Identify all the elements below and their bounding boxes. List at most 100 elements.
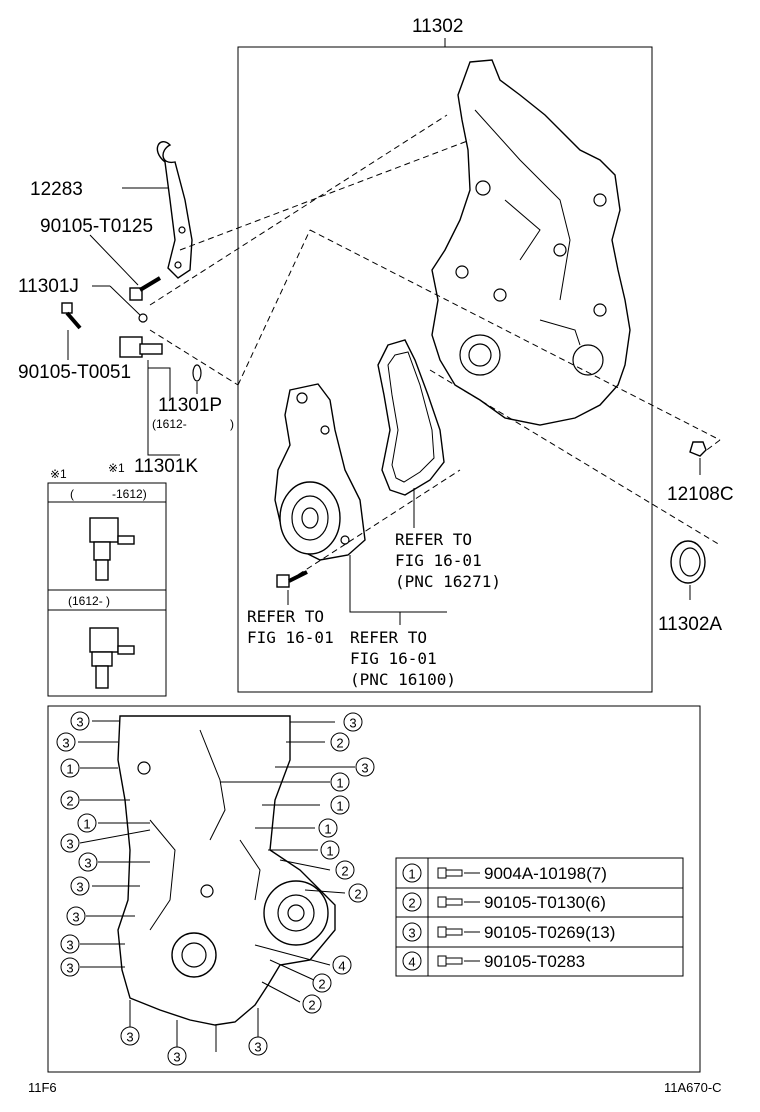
callout-number: 2	[354, 887, 361, 902]
callout-24[interactable]: 2	[312, 973, 332, 993]
callout-1[interactable]: 3	[70, 711, 90, 731]
inset-row2: (1612- )	[68, 594, 110, 608]
bolt-table-row[interactable]: 2 90105-T0130(6)	[402, 892, 606, 912]
callout-15[interactable]: 2	[330, 732, 350, 752]
hook-part[interactable]	[156, 141, 193, 279]
callout-number: 3	[66, 961, 73, 976]
label-11301J[interactable]: 11301J	[18, 276, 79, 297]
inset-row1-code: -1612)	[112, 487, 147, 501]
callout-18[interactable]: 1	[330, 795, 350, 815]
label-90105-T0051[interactable]: 90105-T0051	[18, 362, 131, 383]
callout-number: 3	[76, 880, 83, 895]
callout-14[interactable]: 3	[343, 712, 363, 732]
callout-26[interactable]: 3	[248, 1036, 268, 1056]
svg-text:(PNC 16100): (PNC 16100)	[350, 670, 456, 689]
o-ring-part[interactable]	[192, 364, 202, 382]
refer-water-pump[interactable]: REFER TO FIG 16-01 (PNC 16100)	[350, 628, 456, 689]
cam-sensor-part[interactable]	[119, 336, 163, 358]
callout-13[interactable]: 3	[167, 1046, 187, 1066]
inset-row1-open: (	[70, 487, 74, 501]
callout-number: 3	[349, 716, 356, 731]
callout-7[interactable]: 3	[78, 852, 98, 872]
callout-number: 2	[66, 794, 73, 809]
callout-6[interactable]: 3	[60, 833, 80, 853]
sensor-variant-new[interactable]	[89, 627, 135, 689]
callout-number: 2	[336, 736, 343, 751]
callout-19[interactable]: 1	[318, 818, 338, 838]
bolt-icon	[437, 867, 447, 879]
label-11302[interactable]: 11302	[412, 16, 463, 37]
gasket-part[interactable]	[377, 339, 445, 496]
label-11301K[interactable]: 11301K	[134, 456, 198, 477]
callout-2[interactable]: 3	[56, 732, 76, 752]
callout-11[interactable]: 3	[60, 957, 80, 977]
bolt-part-number: 90105-T0130(6)	[484, 893, 606, 912]
callout-22[interactable]: 2	[348, 883, 368, 903]
callout-number: 1	[66, 762, 73, 777]
footer-left-code: 11F6	[28, 1080, 57, 1095]
callout-number: 3	[361, 761, 368, 776]
callout-number: 3	[62, 736, 69, 751]
label-11302A[interactable]: 11302A	[658, 614, 722, 635]
pump-bolt-part[interactable]	[276, 570, 308, 588]
bolt-icon	[437, 955, 447, 967]
label-12283[interactable]: 12283	[30, 179, 83, 200]
bolt-part-number: 90105-T0269(13)	[484, 923, 615, 942]
svg-text:(PNC 16271): (PNC 16271)	[395, 572, 501, 591]
note-11301P-open: (1612-	[152, 417, 187, 431]
svg-text:FIG 16-01: FIG 16-01	[247, 628, 334, 647]
callout-17[interactable]: 1	[330, 772, 350, 792]
callout-number: 1	[324, 822, 331, 837]
callout-number: 3	[66, 938, 73, 953]
bolt-number: 1	[408, 867, 415, 882]
label-90105-T0125[interactable]: 90105-T0125	[40, 216, 153, 237]
svg-text:FIG 16-01: FIG 16-01	[350, 649, 437, 668]
callout-5[interactable]: 1	[77, 813, 97, 833]
label-12108C[interactable]: 12108C	[667, 484, 734, 505]
svg-text:FIG 16-01: FIG 16-01	[395, 551, 482, 570]
callout-number: 1	[336, 776, 343, 791]
plug-part[interactable]	[689, 441, 707, 457]
callout-9[interactable]: 3	[66, 906, 86, 926]
callout-25[interactable]: 2	[302, 994, 322, 1014]
bolt-number: 2	[408, 896, 415, 911]
callout-leaders	[78, 720, 355, 1052]
label-11301P[interactable]: 11301P	[158, 395, 222, 416]
bolt-icon	[437, 896, 447, 908]
callout-number: 1	[83, 817, 90, 832]
bolt-part-number: 90105-T0283	[484, 952, 585, 971]
oil-seal-part[interactable]	[670, 540, 706, 584]
timing-cover-part[interactable]	[431, 59, 631, 426]
callout-number: 2	[318, 977, 325, 992]
callout-10[interactable]: 3	[60, 934, 80, 954]
refer-gasket[interactable]: REFER TO FIG 16-01 (PNC 16271)	[395, 530, 501, 591]
svg-text:REFER TO: REFER TO	[350, 628, 427, 647]
sensor-bolt-part[interactable]	[61, 302, 82, 330]
callout-number: 3	[173, 1050, 180, 1065]
callout-8[interactable]: 3	[70, 876, 90, 896]
callout-4[interactable]: 2	[60, 790, 80, 810]
callout-16[interactable]: 3	[355, 757, 375, 777]
callout-number: 3	[84, 856, 91, 871]
callout-12[interactable]: 3	[120, 1026, 140, 1046]
water-pump-part[interactable]	[274, 383, 366, 561]
callout-23[interactable]: 4	[332, 955, 352, 975]
svg-text:REFER TO: REFER TO	[247, 607, 324, 626]
callout-3[interactable]: 1	[60, 758, 80, 778]
bolt-table[interactable]	[395, 857, 684, 977]
callout-20[interactable]: 1	[320, 840, 340, 860]
sensor-variant-old[interactable]	[89, 517, 135, 581]
cover-front-view[interactable]	[117, 715, 336, 1026]
callout-number: 2	[308, 998, 315, 1013]
inset-mark: ※1	[50, 467, 67, 481]
refer-bolt[interactable]: REFER TO FIG 16-01	[247, 607, 334, 647]
footer-right-code: 11A670-C	[664, 1080, 722, 1095]
hook-bolt-part[interactable]	[129, 276, 162, 301]
callout-21[interactable]: 2	[335, 860, 355, 880]
callout-number: 3	[76, 715, 83, 730]
